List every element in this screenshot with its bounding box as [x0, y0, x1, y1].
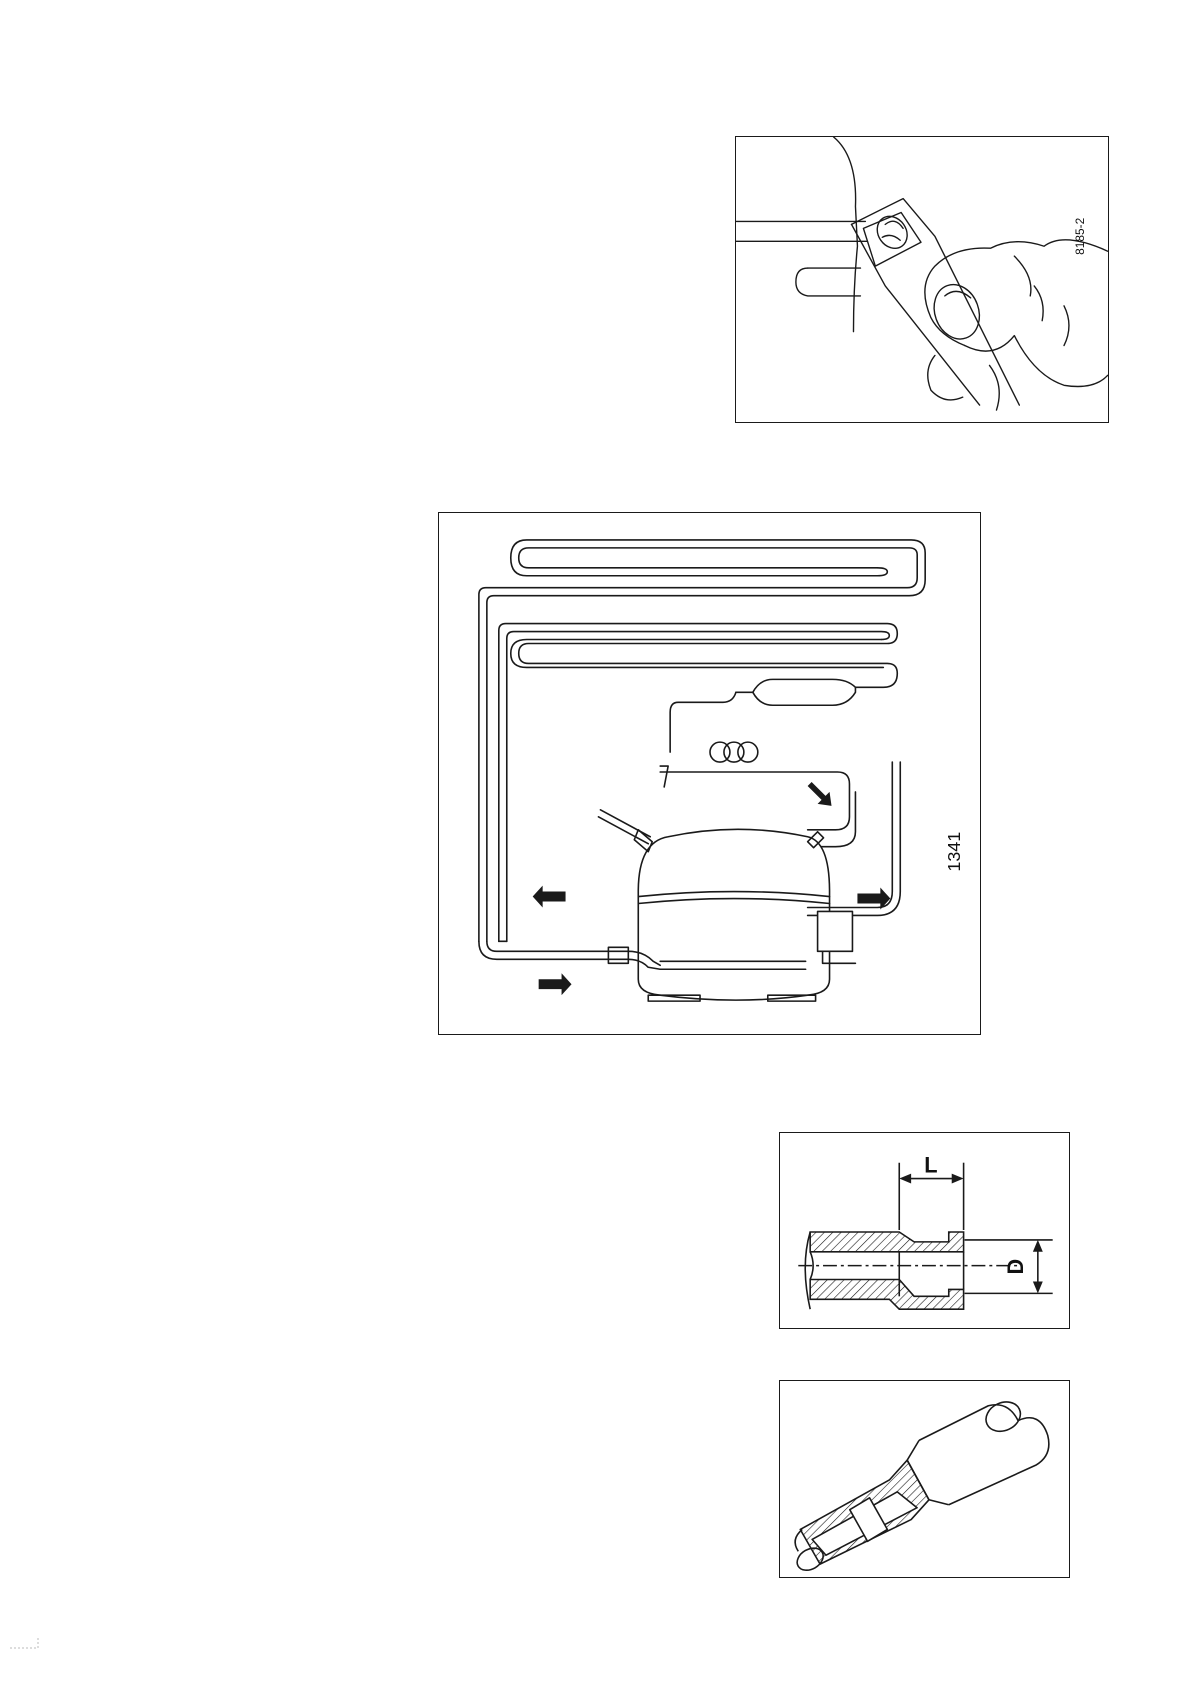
pipe-fitting-section-icon: L D — [780, 1133, 1069, 1328]
pipe-fitting-figure: L D — [779, 1132, 1070, 1329]
page-corner-mark-icon — [10, 1634, 52, 1652]
pipe-joint-figure — [779, 1380, 1070, 1578]
hand-holding-seal-tool-icon: 8185-2 — [736, 137, 1108, 422]
compressor-circuit-icon: 1341 — [439, 513, 980, 1034]
refrigerant-circuit-figure: 1341 — [438, 512, 981, 1035]
seal-tool-figure: 8185-2 — [735, 136, 1109, 423]
circuit-figure-code: 1341 — [944, 832, 964, 872]
diameter-label: D — [1003, 1259, 1028, 1275]
length-label: L — [924, 1153, 937, 1178]
seal-figure-code: 8185-2 — [1073, 217, 1087, 254]
pipe-joint-section-icon — [780, 1381, 1069, 1577]
